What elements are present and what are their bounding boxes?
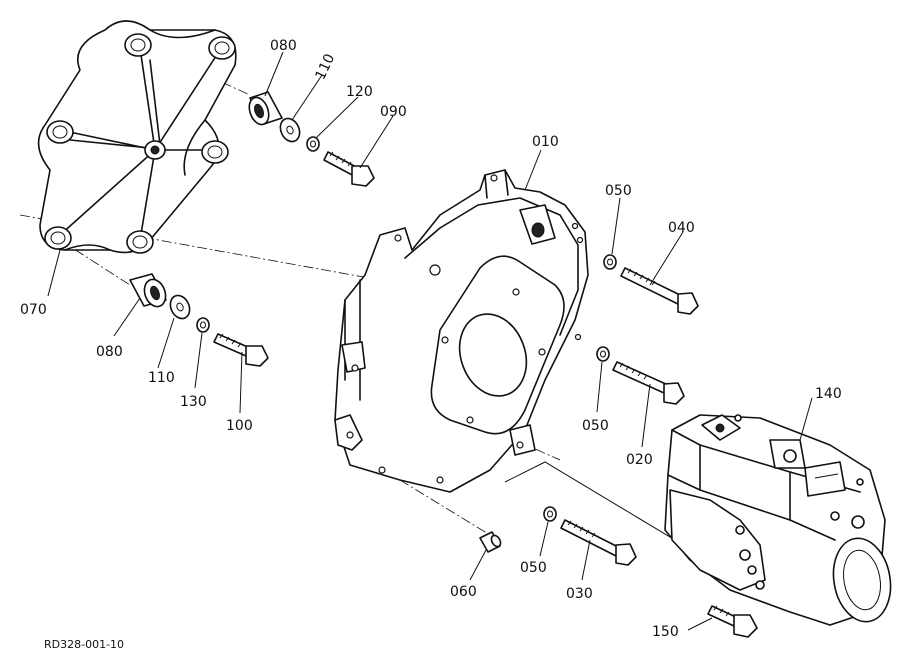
bushing-080-upper (248, 91, 283, 126)
bolt-020 (612, 361, 685, 405)
label-050-lower: 050 (520, 560, 547, 576)
lockwasher-050-middle (596, 346, 610, 362)
label-120: 120 (346, 84, 373, 100)
label-140: 140 (815, 386, 842, 402)
bolt-040 (620, 267, 699, 315)
pump-140 (664, 414, 892, 626)
housing-010 (334, 169, 589, 493)
bracket-070 (37, 20, 237, 254)
drawing-ref-code: RD328-001-10 (44, 638, 124, 651)
label-070: 070 (20, 302, 47, 318)
lockwasher-050-upper (603, 254, 617, 270)
label-110-upper: 110 (313, 51, 339, 82)
label-010: 010 (532, 134, 559, 150)
part-labels: 080 110 120 090 010 050 040 070 080 110 … (20, 38, 842, 640)
label-090: 090 (380, 104, 407, 120)
pump-centerline (504, 461, 701, 556)
bolt-030 (560, 519, 637, 566)
lockwasher-130 (196, 317, 210, 333)
bolt-150 (707, 605, 758, 638)
bolt-090 (323, 151, 375, 187)
label-110-lower: 110 (148, 370, 175, 386)
label-100: 100 (226, 418, 253, 434)
washer-110-upper (279, 117, 301, 143)
label-020: 020 (626, 452, 653, 468)
leader-lines (47, 51, 813, 631)
bushing-080-lower (129, 273, 167, 308)
label-080-lower: 080 (96, 344, 123, 360)
lockwasher-120 (306, 136, 320, 152)
label-060: 060 (450, 584, 477, 600)
label-030: 030 (566, 586, 593, 602)
washer-110-lower (169, 294, 191, 320)
label-040: 040 (668, 220, 695, 236)
label-050-upper: 050 (605, 183, 632, 199)
label-130: 130 (180, 394, 207, 410)
label-080-upper: 080 (270, 38, 297, 54)
lockwasher-050-lower (543, 506, 557, 522)
bolt-100 (213, 333, 269, 367)
label-050-middle: 050 (582, 418, 609, 434)
pin-060 (479, 531, 502, 553)
label-150: 150 (652, 624, 679, 640)
